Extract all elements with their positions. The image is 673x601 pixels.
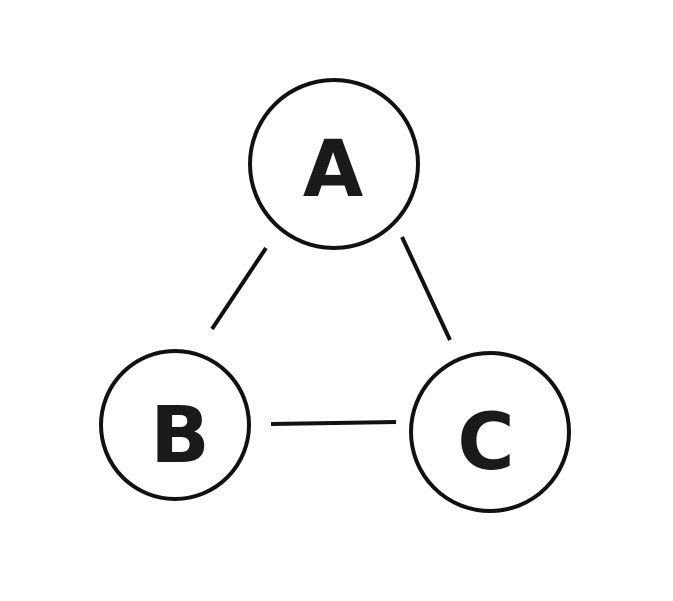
node-a-circle: [248, 78, 420, 250]
node-c-circle: [409, 351, 571, 513]
node-c-label: C: [457, 398, 514, 488]
node-b-label: B: [150, 391, 209, 481]
node-a-label: A: [303, 125, 363, 215]
edge-a-b: [210, 246, 268, 331]
edge-a-c: [400, 236, 452, 341]
node-b-circle: [99, 349, 251, 501]
node-a: A: [248, 78, 420, 250]
edge-b-c: [270, 420, 397, 426]
node-b: B: [99, 349, 251, 501]
node-c: C: [409, 351, 571, 513]
